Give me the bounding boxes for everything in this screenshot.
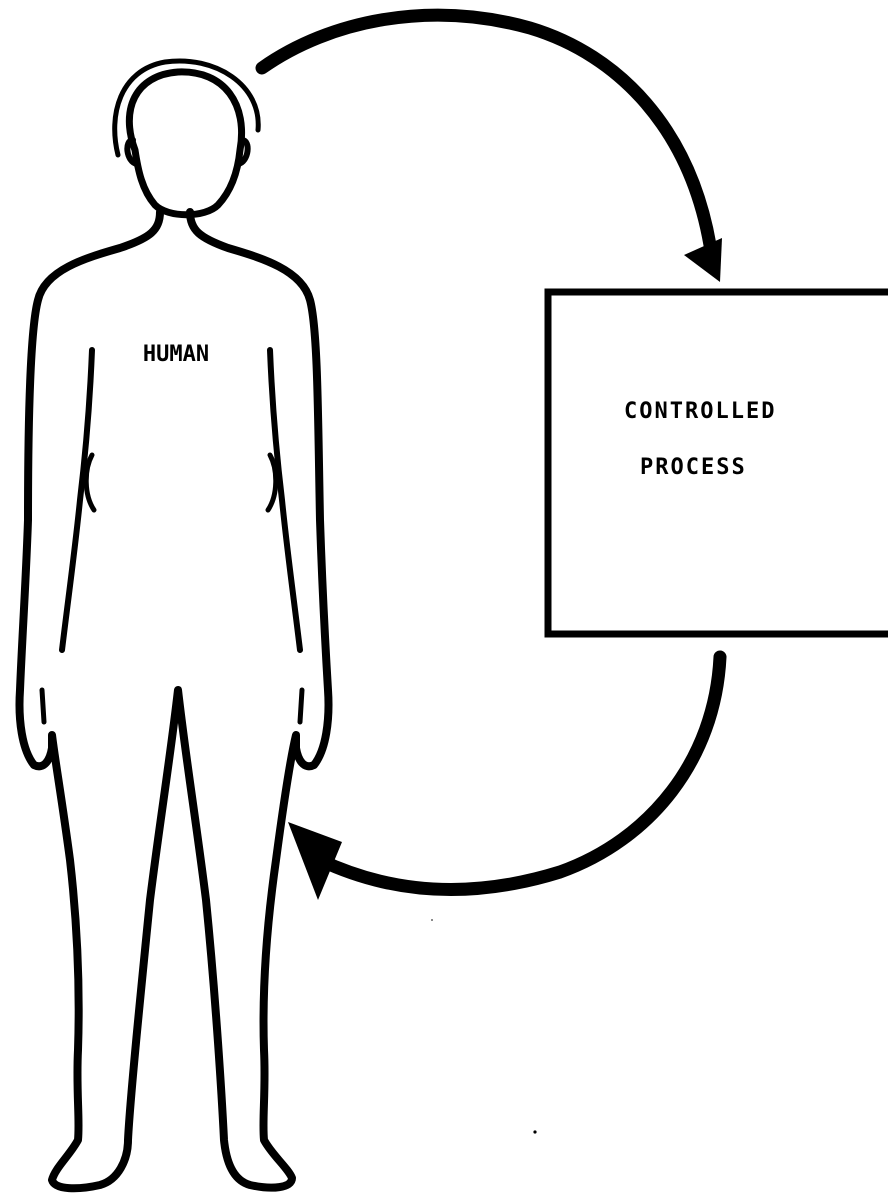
body-outline (15, 208, 333, 1193)
curved-arrow-to-human-icon (288, 650, 727, 900)
process-label-line2: PROCESS (640, 455, 747, 480)
scan-speck (431, 919, 433, 921)
left-ear (124, 137, 140, 167)
right-elbow-mark (265, 452, 279, 513)
left-thumb-line (39, 687, 47, 725)
right-ear (235, 137, 251, 167)
human-figure (15, 58, 333, 1193)
scan-speck (533, 1130, 537, 1134)
controlled-process-box (544, 288, 888, 638)
left-arm-inner-line (59, 347, 95, 653)
process-label-line1: CONTROLLED (624, 399, 776, 424)
left-elbow-mark (83, 452, 97, 513)
right-thumb-line (297, 687, 305, 725)
head-outer-arc (112, 58, 261, 158)
human-label: HUMAN (143, 342, 209, 367)
head-outline (125, 68, 245, 219)
right-arm-inner-line (267, 347, 303, 653)
curved-arrow-to-process-icon (255, 8, 722, 282)
